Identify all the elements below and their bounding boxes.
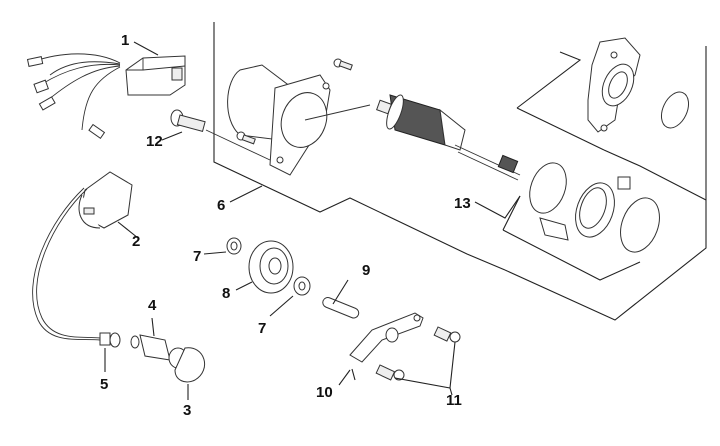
idler-gear-set bbox=[226, 237, 360, 319]
callout-4: 4 bbox=[148, 297, 157, 314]
end-cover bbox=[587, 37, 690, 133]
cdi-unit bbox=[26, 53, 186, 139]
callout-10: 10 bbox=[316, 384, 333, 401]
callout-5: 5 bbox=[100, 376, 108, 393]
assembly-frame bbox=[213, 22, 707, 321]
callout-labels: 1 2 3 4 5 6 7 7 8 9 10 11 12 13 bbox=[100, 32, 471, 419]
ignition-coil bbox=[32, 171, 133, 341]
hv-lead-end bbox=[99, 332, 121, 348]
callout-8: 8 bbox=[222, 285, 230, 302]
callout-1: 1 bbox=[121, 32, 129, 49]
brush-holder-set bbox=[529, 162, 660, 253]
starter-motor bbox=[227, 58, 371, 176]
callout-13: 13 bbox=[454, 195, 471, 212]
bracket-and-bolts bbox=[349, 312, 461, 381]
armature bbox=[376, 94, 521, 181]
callout-7-upper: 7 bbox=[193, 248, 201, 265]
callout-12: 12 bbox=[146, 133, 163, 150]
callout-11: 11 bbox=[446, 392, 462, 409]
bolt-12 bbox=[170, 109, 271, 161]
plug-cap bbox=[130, 334, 205, 383]
callout-9: 9 bbox=[362, 262, 370, 279]
callout-6: 6 bbox=[217, 197, 225, 214]
callout-3: 3 bbox=[183, 402, 191, 419]
callout-7-lower: 7 bbox=[258, 320, 266, 337]
leader-lines bbox=[104, 41, 521, 400]
callout-2: 2 bbox=[132, 233, 140, 250]
